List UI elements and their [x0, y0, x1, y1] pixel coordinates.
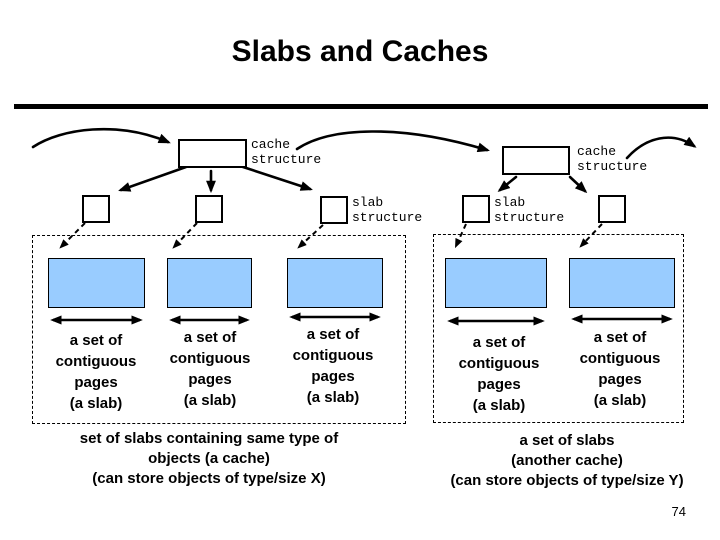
- page-rect-5: [569, 258, 675, 308]
- page-set-label-2-line1: a set of: [183, 329, 237, 346]
- slab-structure-box-5: [598, 195, 626, 223]
- cache-caption-right-line3: (can store objects of type/size Y): [450, 472, 684, 489]
- arrow-cache1-to-cache2-icon: [295, 130, 490, 153]
- arrow-cache2-slab4-icon: [497, 175, 518, 192]
- cache-group-box-right: [433, 234, 684, 423]
- slab-structure-box-4: [462, 195, 490, 223]
- title-underline: [14, 104, 708, 109]
- cache-caption-left: set of slabs containing same type of obj…: [39, 429, 379, 489]
- page-set-label-3: a set of contiguous pages (a slab): [268, 324, 398, 408]
- cache-caption-right: a set of slabs (another cache) (can stor…: [416, 431, 718, 491]
- page-set-label-1-line2: contiguous: [55, 353, 137, 370]
- page-set-label-1: a set of contiguous pages (a slab): [31, 330, 161, 414]
- arrow-cache2-slab5-icon: [568, 175, 588, 194]
- slab-structure-label-left-line2: structure: [352, 210, 423, 225]
- page-set-label-3-line2: contiguous: [292, 347, 374, 364]
- cache-caption-left-line1: set of slabs containing same type of: [79, 430, 339, 447]
- page-set-label-1-line3: pages: [74, 374, 118, 391]
- page-rect-2: [167, 258, 252, 308]
- page-rect-4: [445, 258, 547, 308]
- page-set-label-5-line2: contiguous: [579, 350, 661, 367]
- cache-structure-box-1: [178, 139, 247, 168]
- slab-structure-label-right-line2: structure: [494, 210, 565, 225]
- slab-structure-box-2: [195, 195, 223, 223]
- page-set-label-3-line1: a set of: [306, 326, 360, 343]
- slab-structure-label-right: slab structure: [494, 195, 564, 225]
- page-set-label-5: a set of contiguous pages (a slab): [555, 327, 685, 411]
- page-set-label-2: a set of contiguous pages (a slab): [145, 327, 275, 411]
- page-set-label-4: a set of contiguous pages (a slab): [434, 332, 564, 416]
- arrow-incoming-left-icon: [31, 127, 171, 149]
- cache-caption-right-line1: a set of slabs: [519, 432, 615, 449]
- cache-structure-box-2: [502, 146, 570, 175]
- cache-structure-label-2-line1: cache: [577, 144, 617, 159]
- page-set-label-4-line1: a set of: [472, 334, 526, 351]
- page-set-label-4-line3: pages: [477, 376, 521, 393]
- page-set-label-4-line2: contiguous: [458, 355, 540, 372]
- slab-structure-label-left-line1: slab: [352, 195, 384, 210]
- page-set-label-1-line4: (a slab): [69, 395, 123, 412]
- page-set-label-5-line4: (a slab): [593, 392, 647, 409]
- page-rect-1: [48, 258, 145, 308]
- slab-structure-label-right-line1: slab: [494, 195, 526, 210]
- cache-caption-right-line2: (another cache): [511, 452, 623, 469]
- cache-structure-label-1-line1: cache: [251, 137, 291, 152]
- page-set-label-1-line1: a set of: [69, 332, 123, 349]
- cache-structure-label-1-line2: structure: [251, 152, 322, 167]
- page-set-label-5-line1: a set of: [593, 329, 647, 346]
- page-set-label-2-line2: contiguous: [169, 350, 251, 367]
- page-set-label-3-line3: pages: [311, 368, 355, 385]
- cache-structure-label-2-line2: structure: [577, 159, 648, 174]
- slab-structure-box-1: [82, 195, 110, 223]
- arrow-cache1-slab3-icon: [238, 164, 313, 191]
- cache-structure-label-2: cache structure: [577, 144, 647, 174]
- slab-structure-box-3: [320, 196, 348, 224]
- page-set-label-2-line4: (a slab): [183, 392, 237, 409]
- page-set-label-4-line4: (a slab): [472, 397, 526, 414]
- cache-group-box-left: [32, 235, 406, 424]
- cache-caption-left-line2: objects (a cache): [148, 450, 270, 467]
- slab-structure-label-left: slab structure: [352, 195, 422, 225]
- page-set-label-5-line3: pages: [598, 371, 642, 388]
- cache-structure-label-1: cache structure: [251, 137, 321, 167]
- page-set-label-3-line4: (a slab): [306, 389, 360, 406]
- page-title: Slabs and Caches: [231, 35, 489, 68]
- arrow-cache1-slab1-icon: [118, 165, 188, 192]
- cache-caption-left-line3: (can store objects of type/size X): [92, 470, 326, 487]
- page-rect-3: [287, 258, 383, 308]
- page-number: 74: [671, 504, 686, 519]
- page-set-label-2-line3: pages: [188, 371, 232, 388]
